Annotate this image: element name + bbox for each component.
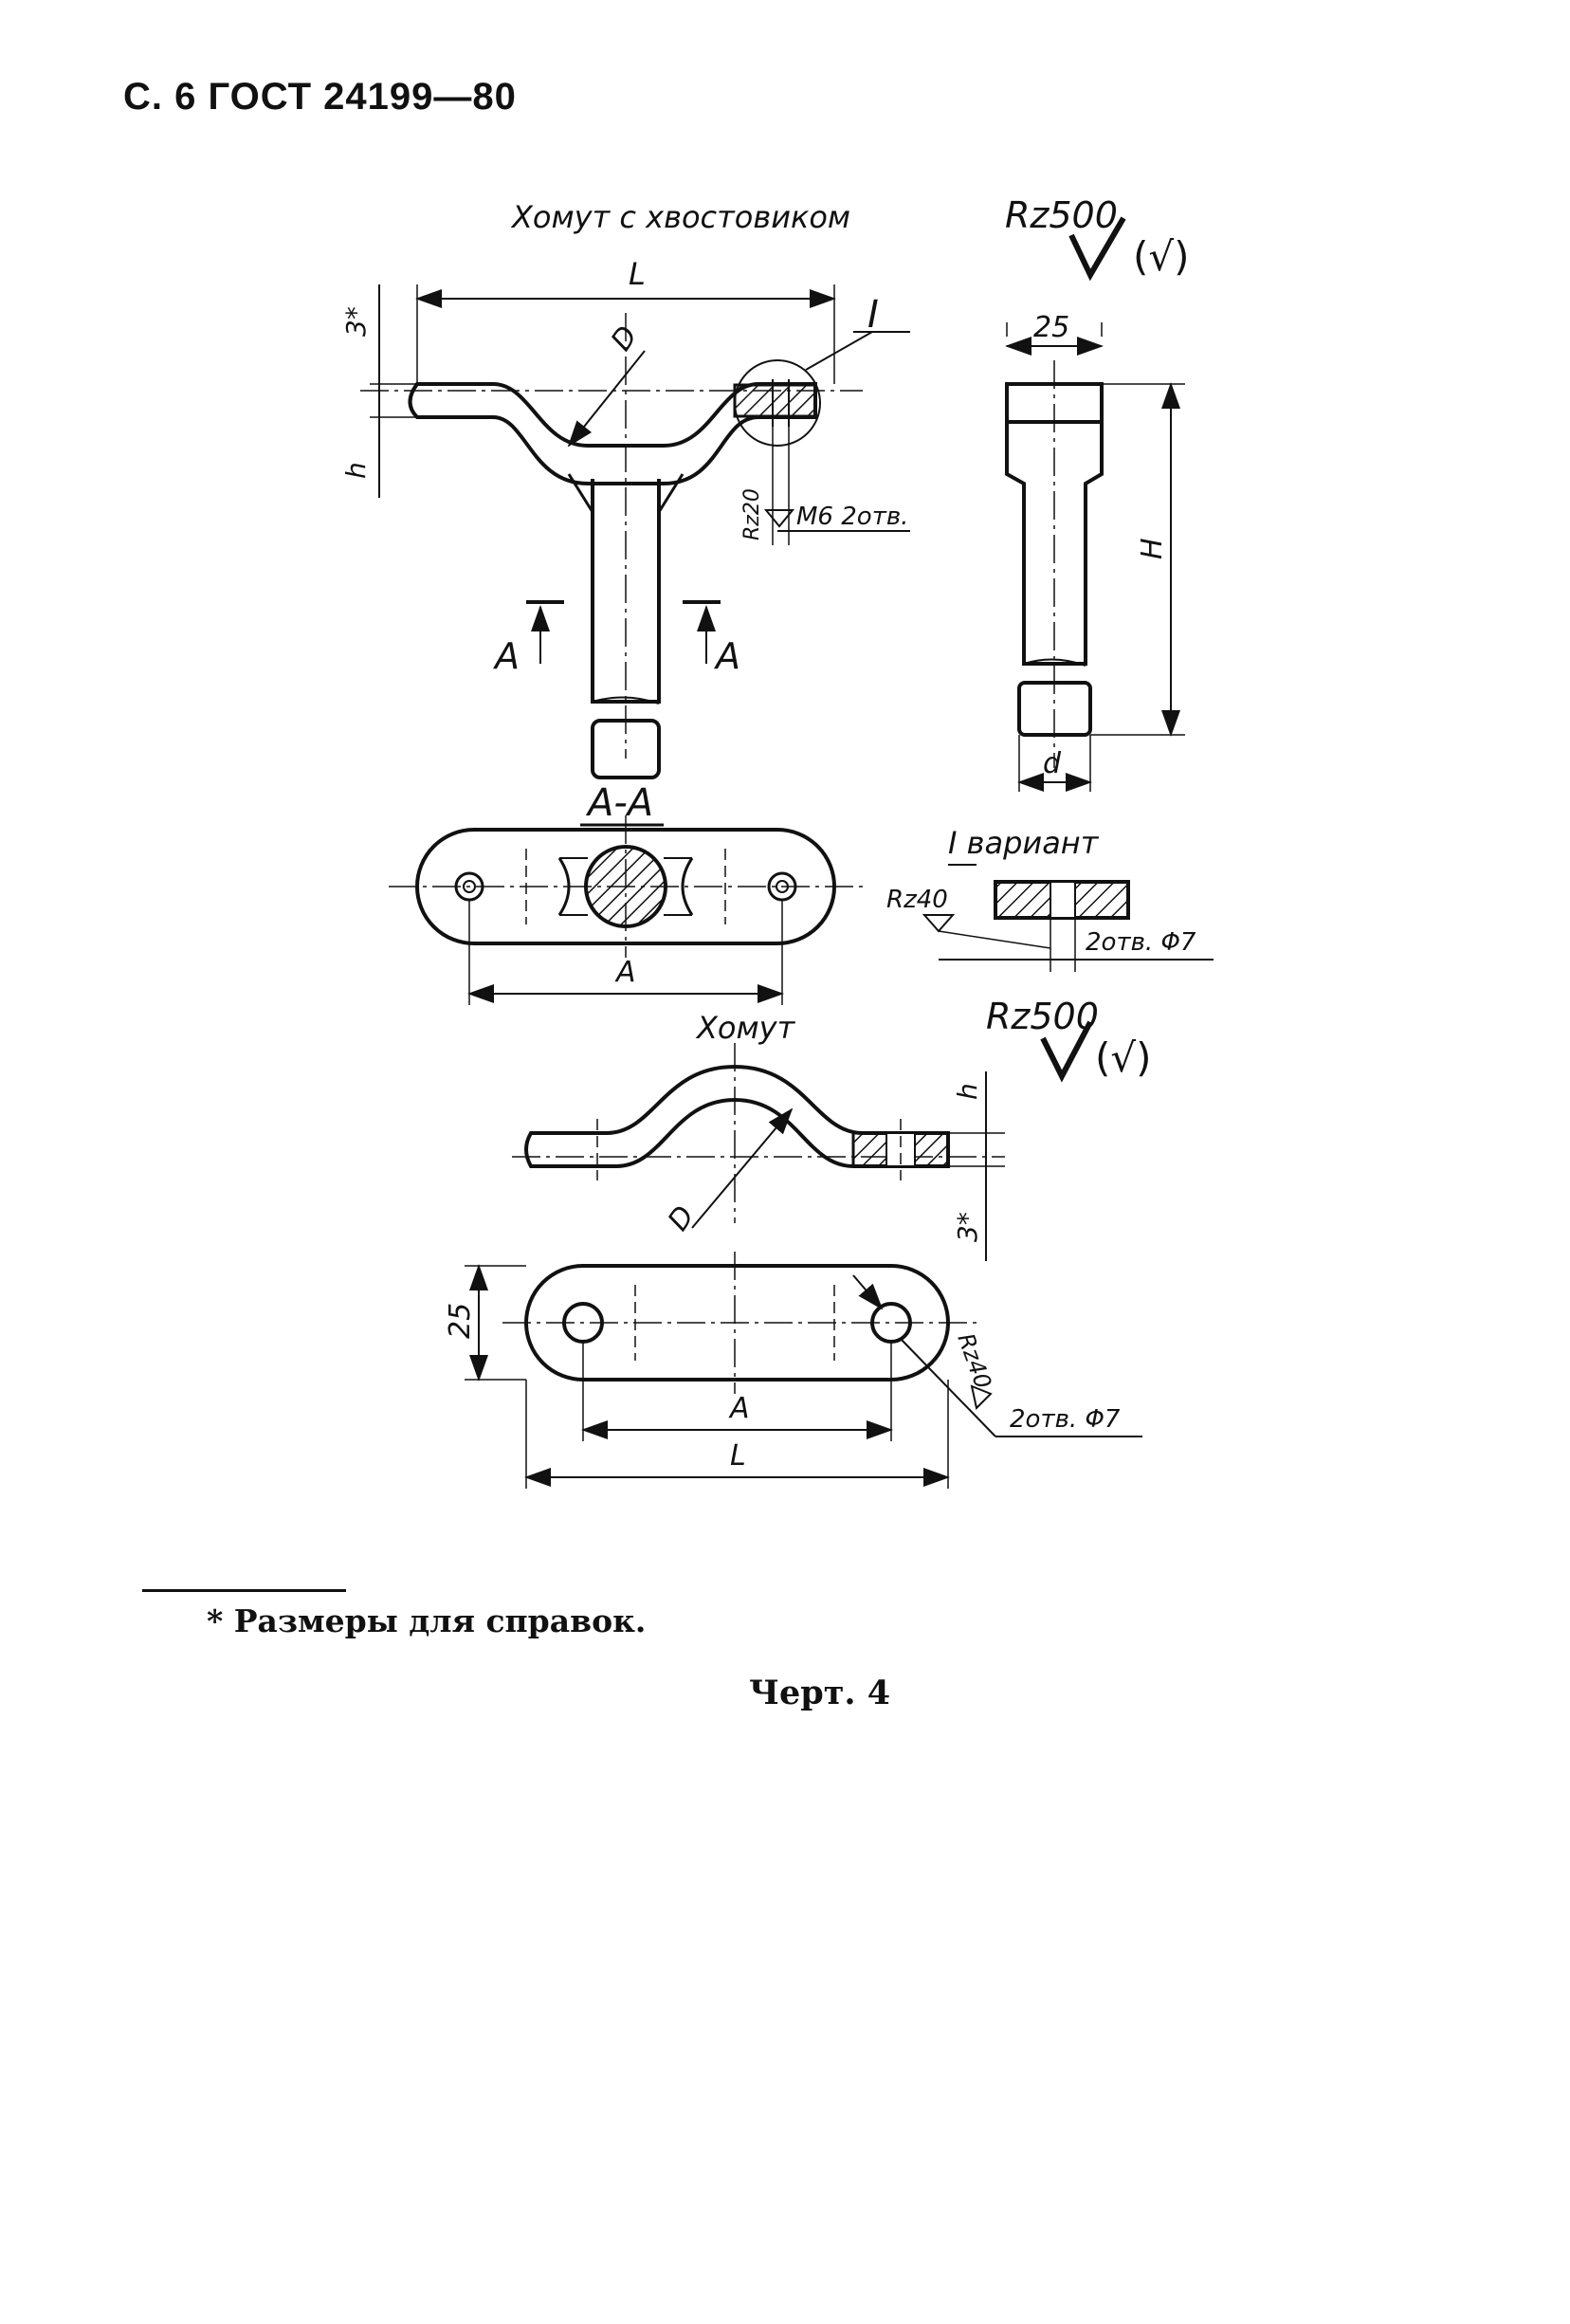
holes-d7-plan: 2отв. Φ7 [1010, 1405, 1121, 1434]
detail-callout-numeral: I [867, 293, 879, 337]
roughness-parens-bottom: (√) [1095, 1034, 1152, 1081]
footnote-reference-dimensions: * Размеры для справок. [207, 1602, 647, 1639]
roughness-rz500-bottom: Rz500 [986, 996, 1099, 1037]
roughness-rz40-plan: Rz40 [952, 1329, 996, 1392]
clamp-title: Хомут [695, 1010, 796, 1046]
dim-d-side: d [1043, 747, 1062, 780]
variant-i-title: I вариант [948, 825, 1100, 861]
dim-A-section: A [614, 956, 636, 989]
variant-i-detail: I вариант 2отв. Φ7 Rz40 [886, 825, 1214, 972]
section-mark-left: А [492, 635, 520, 677]
clamp-front-view: Хомут Rz500 (√) D h 3* [512, 996, 1152, 1261]
dim-D-bottom: D [662, 1200, 702, 1237]
footnote-rule [142, 1589, 346, 1592]
dim-D-top: D [605, 320, 645, 357]
clamp-plan-view: 25 A L 2отв. Φ7 Rz40 [444, 1252, 1142, 1489]
clamp-with-shank-front-view: Хомут с хвостовиком I L D 3* [340, 199, 910, 779]
section-a-a-view: А-А A [389, 781, 863, 1005]
clamp-side-view: Rz500 (√) 25 H d [1005, 194, 1190, 792]
dim-L-top: L [629, 256, 646, 292]
roughness-parens-top: (√) [1133, 233, 1190, 280]
holes-d7-variant: 2отв. Φ7 [1086, 928, 1196, 957]
section-mark-right: А [713, 635, 740, 677]
dim-3star-bottom: 3* [952, 1212, 983, 1242]
dim-h-top: h [340, 462, 372, 479]
dim-25-plan: 25 [444, 1303, 477, 1339]
dim-3star-top: 3* [340, 306, 372, 337]
roughness-rz500-top: Rz500 [1005, 194, 1118, 236]
dim-A-plan: A [728, 1392, 750, 1425]
drawing-caption: Черт. 4 [749, 1674, 891, 1712]
dim-L-plan: L [730, 1439, 746, 1473]
page-header: С. 6 ГОСТ 24199—80 [123, 76, 517, 118]
thread-m6-label: M6 2отв. [796, 503, 908, 531]
clamp-with-shank-title: Хомут с хвостовиком [510, 199, 850, 235]
roughness-rz40-variant: Rz40 [886, 886, 948, 914]
dim-h-bottom: h [952, 1083, 983, 1100]
dim-25-side: 25 [1033, 311, 1069, 344]
section-a-a-title: А-А [585, 781, 653, 825]
dim-H-side: H [1136, 538, 1169, 559]
roughness-rz20: Rz20 [740, 488, 764, 540]
